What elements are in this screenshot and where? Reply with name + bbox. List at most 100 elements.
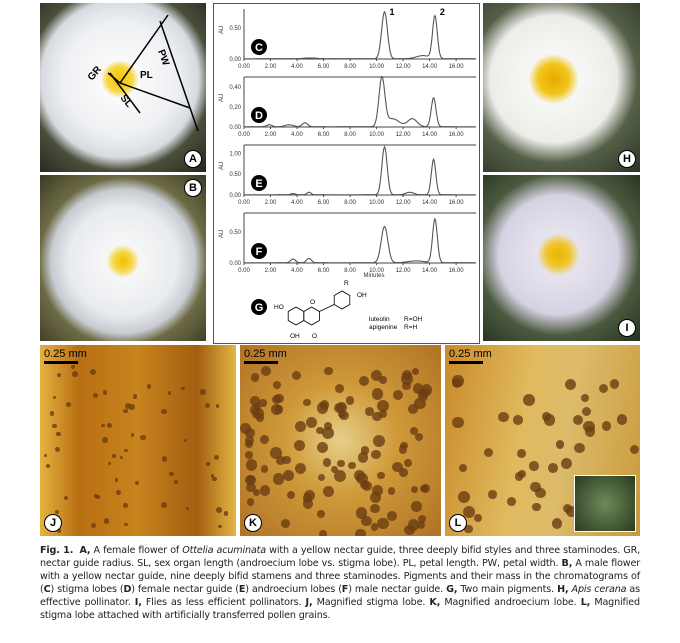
pollen-grain	[543, 414, 556, 426]
panel-label-circle	[251, 39, 267, 55]
pollen-grain	[205, 402, 211, 408]
x-tick-label: 16.00	[449, 64, 465, 70]
pollen-grain	[555, 440, 565, 449]
pollen-grain	[319, 529, 327, 536]
y-axis-label: AU	[219, 162, 225, 170]
pollen-grain	[513, 415, 523, 426]
pollen-grain	[273, 381, 282, 390]
pollen-grain	[52, 395, 57, 399]
x-tick-label: 10.00	[369, 200, 385, 206]
x-tick-label: 12.00	[396, 132, 412, 138]
pollen-grain	[457, 490, 470, 503]
pollen-grain	[458, 463, 468, 473]
pollen-grain	[316, 426, 324, 434]
pollen-grain	[43, 453, 48, 457]
x-tick-label: 14.00	[422, 132, 438, 138]
pollen-grain	[259, 485, 271, 496]
photo-female-flower: PW PL GR SL A	[40, 3, 206, 172]
pollen-grain	[272, 473, 285, 485]
pollen-grain	[324, 422, 332, 430]
pollen-grain	[420, 384, 433, 396]
pollen-grain	[134, 480, 139, 486]
pollen-grain	[420, 483, 430, 494]
pollen-grain	[581, 394, 590, 403]
panel-label: D	[255, 110, 263, 122]
pollen-grain	[160, 501, 167, 508]
x-tick-label: 0.00	[238, 64, 250, 70]
pollen-grain	[56, 528, 62, 533]
pollen-grain	[530, 481, 541, 493]
x-tick-label: 12.00	[396, 268, 412, 274]
pollen-grain	[334, 470, 347, 483]
pollen-grain	[183, 439, 187, 443]
pollen-grain	[355, 507, 368, 519]
y-tick-label: 1.00	[229, 151, 241, 157]
pollen-grain	[498, 412, 509, 423]
measurement-arrows: PW PL GR SL	[86, 14, 199, 132]
pollen-grain	[96, 495, 100, 500]
micrograph-androecium-lobe: 0.25 mm K	[240, 345, 441, 536]
pollen-grain	[244, 427, 255, 438]
scale-bar-text: 0.25 mm	[449, 348, 492, 360]
pollen-grain	[146, 384, 152, 389]
pollen-grain	[581, 406, 592, 417]
pollen-grain	[114, 478, 119, 482]
pollen-grain	[358, 376, 370, 387]
pollen-grain	[106, 422, 113, 429]
pollen-grain	[372, 411, 382, 422]
pollen-grain	[293, 440, 306, 452]
x-tick-label: 10.00	[369, 268, 385, 274]
pollen-grain	[259, 399, 267, 407]
chromatogram-trace-E	[244, 145, 476, 196]
pollen-grain	[370, 503, 380, 514]
micrograph-stigma-lobe: 0.25 mm J	[40, 345, 236, 536]
y-axis-label: AU	[219, 94, 225, 102]
micrograph-stigma-pollen: 0.25 mm L	[445, 345, 640, 536]
pollen-grain	[252, 407, 264, 420]
panel-label: G	[255, 302, 264, 314]
pollen-grain	[514, 472, 524, 481]
pollen-grain	[474, 513, 483, 523]
x-tick-label: 4.00	[291, 64, 303, 70]
pollen-grain	[316, 442, 328, 454]
y-tick-label: 0.40	[229, 85, 241, 91]
pollen-grain	[245, 451, 253, 459]
pollen-grain	[316, 509, 326, 519]
pollen-grain	[54, 447, 60, 453]
pollen-grain	[316, 402, 329, 414]
pollen-grain	[334, 384, 344, 393]
apigenine-r: R=H	[404, 324, 417, 331]
pollen-grain	[218, 525, 222, 529]
atom-label: R	[344, 280, 349, 287]
pollen-grain	[52, 423, 57, 429]
pollen-grain	[90, 522, 96, 528]
pollen-grain	[378, 410, 387, 419]
x-tick-label: 14.00	[422, 64, 438, 70]
panel-label: J	[44, 514, 62, 532]
panel-label: I	[618, 319, 636, 337]
pollen-grain	[566, 505, 578, 518]
pollen-grain	[387, 487, 396, 495]
pollen-grain	[551, 518, 563, 529]
pollen-grain	[417, 521, 426, 530]
sl-label: SL	[118, 93, 135, 110]
pollen-grain	[161, 456, 167, 462]
pollen-grain	[372, 485, 384, 496]
pollen-grain	[270, 403, 283, 416]
scale-bar: 0.25 mm	[244, 348, 287, 364]
pollen-grain	[200, 389, 206, 395]
x-tick-label: 2.00	[265, 64, 277, 70]
pollen-grain	[522, 394, 535, 406]
pollen-grain	[287, 490, 296, 499]
pollen-grain	[463, 506, 476, 519]
pollen-grain	[348, 462, 356, 470]
pollen-grain	[361, 446, 370, 455]
peak-label: 2	[440, 7, 445, 17]
pollen-grain	[369, 491, 381, 503]
pollen-grain	[488, 490, 497, 499]
pollen-grain	[45, 464, 50, 468]
figure-caption: Fig. 1. A, A female flower of Ottelia ac…	[40, 545, 640, 621]
pollen-grain	[414, 397, 426, 410]
atom-label: OH	[290, 333, 300, 340]
